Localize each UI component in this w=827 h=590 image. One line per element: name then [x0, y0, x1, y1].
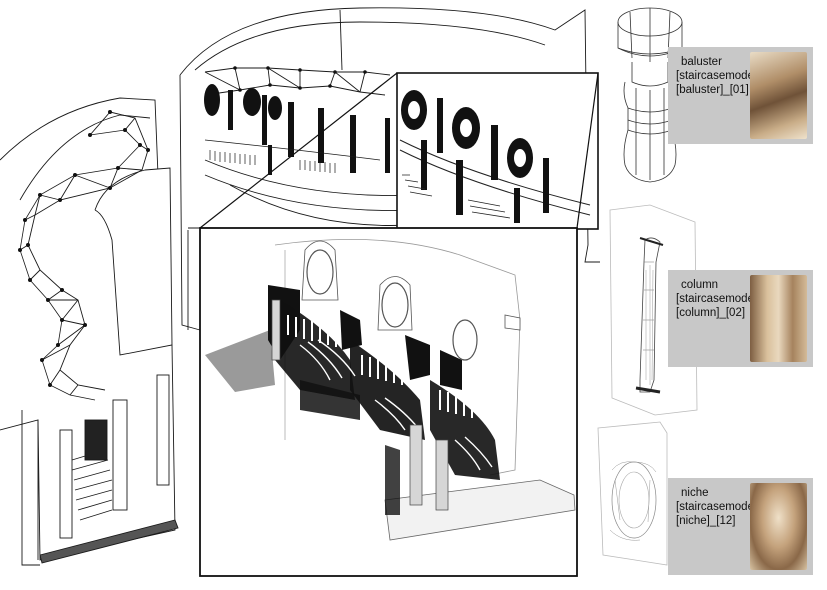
- baluster-id-line2: [baluster]_[01]: [676, 84, 749, 96]
- column-photo: [750, 275, 807, 362]
- central-staircase-model: [205, 238, 576, 541]
- zoomed-gallery-detail: [399, 90, 591, 223]
- baluster-name: baluster: [681, 56, 722, 68]
- niche-label: niche [staircasemodel]_ [niche]_[12]: [676, 486, 766, 528]
- niche-wireframe: [597, 421, 668, 566]
- column-label: column [staircasemodel]_ [column]_[02]: [676, 278, 766, 320]
- column-id-line1: [staircasemodel]_: [676, 293, 767, 305]
- baluster-wireframe: [617, 7, 683, 183]
- niche-name: niche: [681, 487, 709, 499]
- niche-photo: [750, 483, 807, 570]
- left-staircase-wireframe: [0, 97, 179, 566]
- upper-gallery-nodes: [233, 66, 367, 92]
- baluster-label: baluster [staircasemodel]_ [baluster]_[01]: [676, 55, 766, 97]
- niche-id-line1: [staircasemodel]_: [676, 501, 767, 513]
- upper-balustrade: [204, 139, 381, 173]
- niche-id-line2: [niche]_[12]: [676, 515, 736, 527]
- column-id-line2: [column]_[02]: [676, 307, 746, 319]
- upper-gallery-dark-elements: [204, 84, 390, 175]
- column-card: column [staircasemodel]_ [column]_[02]: [668, 270, 813, 367]
- baluster-card: baluster [staircasemodel]_ [baluster]_[01]: [668, 47, 813, 144]
- niche-card: niche [staircasemodel]_ [niche]_[12]: [668, 478, 813, 575]
- baluster-id-line1: [staircasemodel]_: [676, 70, 767, 82]
- baluster-photo: [750, 52, 807, 139]
- column-name: column: [681, 279, 719, 291]
- left-vault-nodes: [18, 110, 150, 387]
